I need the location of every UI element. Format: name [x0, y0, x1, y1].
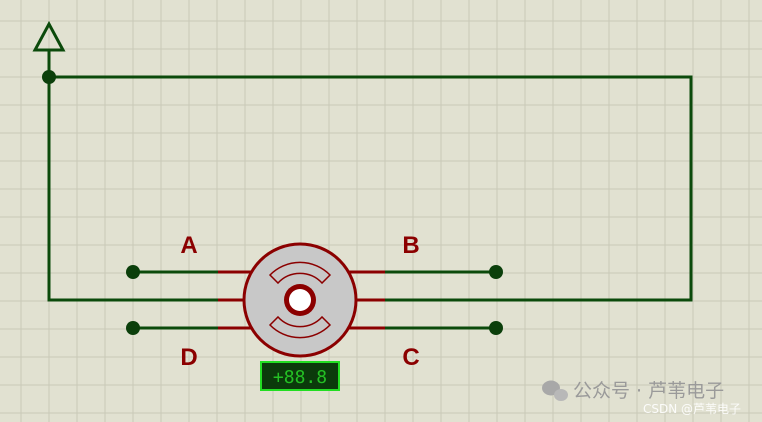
junction-d[interactable] — [126, 321, 140, 335]
wires — [47, 48, 693, 330]
watermark-credit: CSDN @芦苇电子 — [643, 402, 741, 416]
junctions — [42, 70, 503, 335]
watermark: 公众号 · 芦苇电子 CSDN @芦苇电子 — [542, 380, 741, 416]
motor-shaft-hole — [289, 289, 311, 311]
junction-a[interactable] — [126, 265, 140, 279]
angle-display-value: +88.8 — [273, 367, 327, 388]
coil-top — [268, 261, 332, 285]
wechat-icon — [542, 380, 568, 401]
pin-label-c: C — [402, 344, 419, 371]
pin-label-a: A — [180, 232, 197, 259]
stepper-motor-icon[interactable] — [242, 242, 358, 358]
pin-label-b: B — [402, 232, 419, 259]
watermark-channel: 公众号 · 芦苇电子 — [573, 380, 724, 402]
pin-label-d: D — [180, 344, 197, 371]
angle-display[interactable]: +88.8 — [260, 361, 340, 391]
supply-wire[interactable] — [47, 48, 220, 302]
up-arrow-terminal-icon[interactable] — [32, 20, 66, 52]
junction-c[interactable] — [489, 321, 503, 335]
top-loop-wire[interactable] — [47, 75, 693, 302]
junction-top-left[interactable] — [42, 70, 56, 84]
coil-bottom — [268, 315, 332, 339]
junction-b[interactable] — [489, 265, 503, 279]
